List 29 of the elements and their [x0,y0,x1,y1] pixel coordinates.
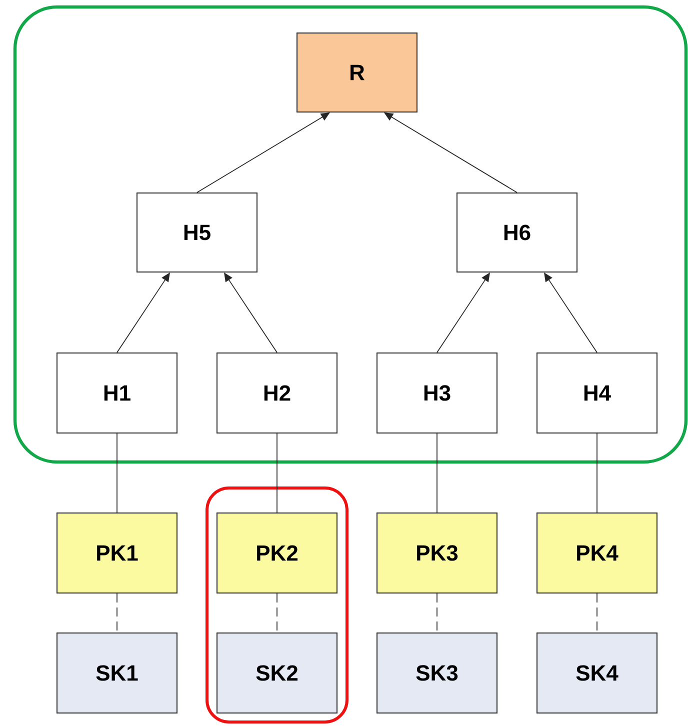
key-box: H4 [536,352,658,434]
key-box: SK4 [536,632,658,714]
arrow [436,272,490,353]
key-box: PK2 [216,512,338,594]
group-outline [206,486,348,724]
connector-line [596,433,598,513]
dashed-line [116,593,118,633]
arrow [224,272,278,353]
key-box: H3 [376,352,498,434]
key-box: SK1 [56,632,178,714]
arrow [544,272,598,353]
key-box: H5 [136,192,258,272]
dashed-line [276,593,278,633]
key-box: H6 [456,192,578,272]
dashed-line [596,593,598,633]
connector-line [436,433,438,513]
key-box: PK1 [56,512,178,594]
key-box: PK3 [376,512,498,594]
root-box: R [296,32,418,112]
key-box: H2 [216,352,338,434]
group-outline [13,5,688,464]
key-box: H1 [56,352,178,434]
dashed-line [436,593,438,633]
key-box: SK2 [216,632,338,714]
connector-line [276,433,278,513]
key-box: SK3 [376,632,498,714]
connector-line [116,433,118,513]
arrow [116,272,170,353]
key-box: PK4 [536,512,658,594]
